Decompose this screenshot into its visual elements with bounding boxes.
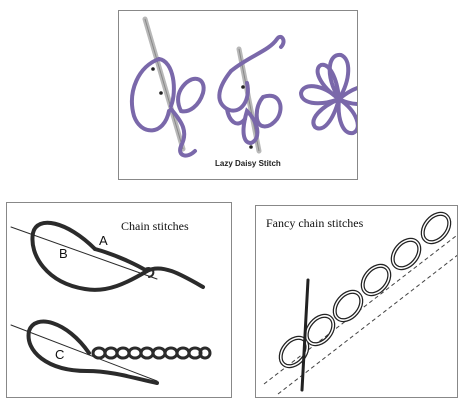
daisy-flower [301, 55, 358, 133]
stitch-step-1 [132, 59, 204, 156]
label-b: B [59, 246, 68, 261]
lazy-daisy-caption: Lazy Daisy Stitch [215, 159, 281, 168]
lazy-daisy-panel: Lazy Daisy Stitch [118, 10, 358, 180]
lower-chain-loop [11, 322, 157, 383]
fancy-chain-stitches-panel: Fancy chain stitches [255, 205, 458, 398]
lazy-daisy-illustration [119, 11, 358, 180]
guide-lines [264, 236, 458, 394]
daisy-center [336, 96, 342, 102]
needle-point-1 [151, 67, 155, 71]
needle-point-3 [241, 85, 245, 89]
chain-row [93, 348, 210, 358]
fancy-chain-illustration [256, 206, 458, 398]
needle-point-4 [249, 145, 253, 149]
fancy-chain-links [275, 209, 454, 372]
chain-stitches-caption: Chain stitches [121, 219, 189, 234]
chain-stitches-panel: Chain stitches A B C [6, 202, 232, 398]
fancy-chain-caption: Fancy chain stitches [266, 216, 363, 231]
chain-stitches-illustration [7, 203, 232, 398]
needle-point-2 [159, 91, 163, 95]
label-a: A [99, 233, 108, 248]
label-c: C [55, 347, 64, 362]
stitch-step-2 [219, 37, 283, 143]
